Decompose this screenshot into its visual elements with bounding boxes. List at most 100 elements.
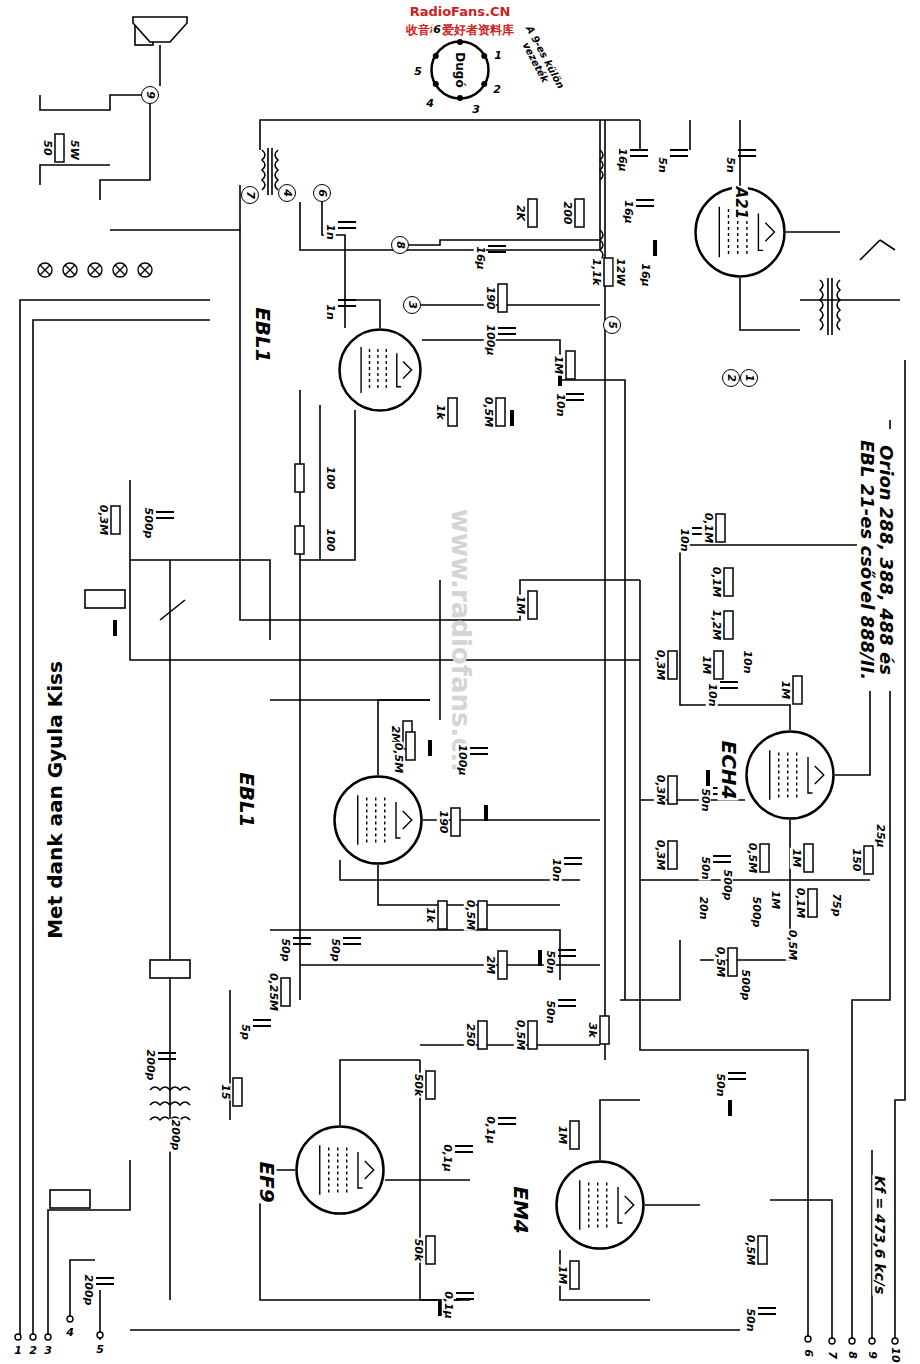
lamp-symbol	[65, 265, 75, 275]
component-value: 16µ	[616, 147, 628, 172]
component-value: 200	[561, 201, 573, 226]
pin-number: 7	[826, 1350, 838, 1360]
capacitor-symbol	[720, 682, 738, 688]
component-value: 16µ	[639, 262, 651, 287]
component-value: 1k	[434, 404, 446, 421]
component-value: 20n	[697, 895, 709, 920]
pin-number: 10	[889, 1346, 901, 1363]
resistor-symbol	[714, 651, 723, 679]
resistor-symbol	[570, 1261, 579, 1289]
resistor-symbol	[668, 651, 677, 679]
component-value: 50n	[714, 1072, 726, 1097]
component-value: 50p	[279, 937, 291, 962]
component-value: 150	[850, 848, 862, 873]
callout-number: 6	[313, 184, 331, 202]
resistor-symbol	[760, 844, 769, 872]
lamp-symbol	[115, 265, 125, 275]
callout-number: 5	[603, 316, 621, 334]
grid	[366, 798, 367, 843]
component-value: 0,1M	[710, 566, 722, 598]
wire	[270, 930, 560, 980]
speaker-symbol	[133, 17, 187, 45]
envelope-outline	[335, 777, 422, 864]
heater	[403, 811, 412, 829]
capacitor-symbol	[636, 200, 654, 206]
tube-node: ECH4	[745, 730, 835, 820]
ground-symbol	[653, 240, 657, 256]
component-value: 1M	[556, 1265, 568, 1286]
capacitor-symbol	[455, 1146, 473, 1152]
heater	[365, 1161, 374, 1179]
resistor-symbol	[724, 611, 733, 639]
transformer-symbol	[828, 278, 832, 335]
pin-number: 5	[413, 66, 423, 78]
lamp-symbol	[138, 263, 152, 277]
lamp-symbol	[40, 265, 50, 275]
grid	[728, 209, 729, 255]
component-value: 1M	[790, 848, 802, 869]
resistor-symbol	[575, 199, 584, 227]
resistor-symbol	[804, 844, 813, 872]
resistor-symbol	[724, 568, 733, 596]
plate	[319, 1145, 320, 1195]
plug-pin	[457, 95, 463, 101]
resistor-symbol	[808, 889, 817, 917]
capacitor-symbol	[630, 150, 648, 156]
watermark: www.radiofans.cn	[446, 508, 473, 773]
capacitor-symbol	[338, 300, 356, 306]
envelope-outline	[340, 330, 421, 411]
grid	[597, 1183, 598, 1228]
wire	[169, 560, 171, 1300]
tube-electrodes	[320, 1145, 374, 1195]
callout-text: 3	[406, 300, 418, 310]
resistor-symbol	[233, 1078, 242, 1106]
wire	[240, 300, 640, 620]
grid	[337, 1148, 338, 1193]
component-value: 5n	[724, 156, 736, 174]
tube-label: A21	[732, 186, 748, 220]
wire	[680, 545, 860, 730]
tube-envelope	[745, 730, 835, 820]
callout-number: 1	[740, 369, 758, 387]
capacitor-symbol	[558, 1000, 576, 1006]
coil-symbol	[150, 1087, 190, 1090]
wire	[385, 1179, 470, 1181]
component-value: 0,5M	[744, 1234, 756, 1266]
resistor-symbol	[864, 846, 873, 874]
terminal-symbol	[30, 1334, 36, 1340]
cathode	[358, 1152, 363, 1188]
component-value: 100	[324, 466, 336, 491]
wire	[378, 700, 430, 775]
tube-electrodes	[361, 347, 411, 393]
pin-number: 3	[43, 1345, 53, 1357]
wire	[420, 1044, 600, 1046]
component-value: 0,5M	[714, 946, 726, 978]
wire	[20, 45, 905, 1344]
lamp-symbol	[88, 263, 102, 277]
resistor-symbol	[604, 258, 613, 286]
grid	[778, 753, 779, 798]
plug-node: Dugó	[430, 40, 490, 100]
component-value: 0,3M	[97, 504, 109, 536]
wire	[600, 1100, 640, 1160]
resistor-symbol	[438, 901, 447, 929]
lamp-symbol	[140, 265, 150, 275]
wire	[110, 230, 240, 300]
component-value: 10n	[550, 857, 562, 882]
terminal-symbol	[849, 1338, 855, 1344]
component-value: 100µ	[484, 323, 496, 356]
component-value: 200p	[82, 1274, 94, 1307]
grid	[606, 1183, 607, 1228]
capacitor-symbol	[158, 1053, 176, 1059]
wire	[48, 1160, 130, 1340]
callout-number: 4	[278, 184, 296, 202]
wire	[640, 120, 740, 186]
component-value: 0,5M	[464, 899, 476, 931]
callout-text: 2	[725, 373, 737, 383]
pin-number: 9	[866, 1350, 878, 1360]
watermark: RadioFans.CN	[409, 5, 512, 19]
ground-symbol	[484, 805, 488, 821]
component-value: 1,1k	[590, 258, 602, 287]
capacitor-symbol	[456, 1293, 474, 1299]
wire	[800, 299, 900, 301]
